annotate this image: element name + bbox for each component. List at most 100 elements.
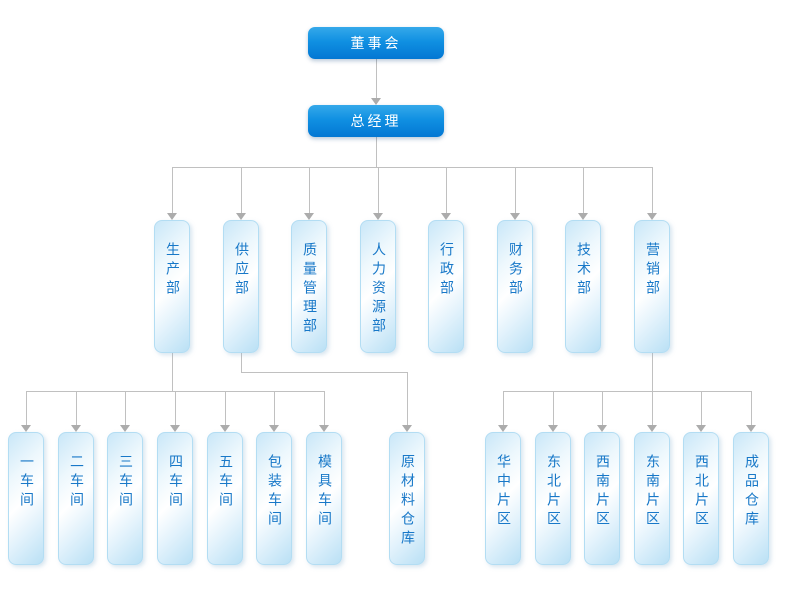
arrow-down-icon [647,425,657,432]
connector-line [376,137,377,167]
org-node-human-resources-dept[interactable]: 人力资源部 [360,220,396,353]
connector-line [172,167,173,213]
org-node-workshop-1[interactable]: 一车间 [8,432,44,565]
org-node-production-dept[interactable]: 生产部 [154,220,190,353]
org-node-mold-workshop[interactable]: 模具车间 [306,432,342,565]
org-node-region-dongbei[interactable]: 东北片区 [535,432,571,565]
connector-line [553,391,554,425]
connector-line [376,59,377,98]
connector-line [241,372,407,373]
org-node-label: 包装车间 [266,454,282,530]
org-node-board[interactable]: 董事会 [308,27,444,59]
connector-line [172,353,173,391]
connector-line [701,391,702,425]
connector-line [378,167,379,213]
connector-line [125,391,126,425]
org-node-packaging-workshop[interactable]: 包装车间 [256,432,292,565]
org-node-general-manager[interactable]: 总经理 [308,105,444,137]
org-node-finance-dept[interactable]: 财务部 [497,220,533,353]
connector-line [26,391,27,425]
connector-line [751,391,752,425]
org-node-label: 五车间 [217,454,233,511]
org-node-quality-management-dept[interactable]: 质量管理部 [291,220,327,353]
arrow-down-icon [647,213,657,220]
arrow-down-icon [548,425,558,432]
org-node-region-dongnan[interactable]: 东南片区 [634,432,670,565]
arrow-down-icon [696,425,706,432]
arrow-down-icon [597,425,607,432]
org-node-label: 模具车间 [316,454,332,530]
arrow-down-icon [498,425,508,432]
connector-line [515,167,516,213]
arrow-down-icon [304,213,314,220]
org-node-label: 东南片区 [644,454,660,530]
arrow-down-icon [441,213,451,220]
arrow-down-icon [373,213,383,220]
org-node-label: 二车间 [68,454,84,511]
connector-line [241,353,242,372]
connector-line [274,391,275,425]
org-node-label: 董事会 [350,36,402,52]
arrow-down-icon [746,425,756,432]
arrow-down-icon [236,213,246,220]
arrow-down-icon [319,425,329,432]
org-node-label: 技术部 [575,242,591,299]
org-node-workshop-5[interactable]: 五车间 [207,432,243,565]
org-node-workshop-4[interactable]: 四车间 [157,432,193,565]
connector-line [583,167,584,213]
connector-line [652,353,653,391]
arrow-down-icon [220,425,230,432]
org-node-label: 财务部 [507,242,523,299]
arrow-down-icon [578,213,588,220]
org-node-workshop-3[interactable]: 三车间 [107,432,143,565]
arrow-down-icon [71,425,81,432]
org-node-region-huazhong[interactable]: 华中片区 [485,432,521,565]
org-node-label: 一车间 [18,454,34,511]
org-node-label: 成品仓库 [743,454,759,530]
org-node-label: 华中片区 [495,454,511,530]
arrow-down-icon [170,425,180,432]
connector-line [652,391,653,425]
org-node-label: 行政部 [438,242,454,299]
org-node-label: 总经理 [350,114,402,130]
org-node-label: 四车间 [167,454,183,511]
org-node-finished-goods-warehouse[interactable]: 成品仓库 [733,432,769,565]
connector-line [503,391,751,392]
org-node-label: 供应部 [233,242,249,299]
connector-line [324,391,325,425]
connector-line [225,391,226,425]
org-node-label: 人力资源部 [370,242,386,337]
org-node-region-xinan[interactable]: 西南片区 [584,432,620,565]
org-node-marketing-dept[interactable]: 营销部 [634,220,670,353]
arrow-down-icon [269,425,279,432]
connector-line [446,167,447,213]
org-node-label: 生产部 [164,242,180,299]
arrow-down-icon [167,213,177,220]
org-node-label: 三车间 [117,454,133,511]
connector-line [602,391,603,425]
connector-line [241,167,242,213]
org-node-region-xibei[interactable]: 西北片区 [683,432,719,565]
org-node-label: 西北片区 [693,454,709,530]
connector-line [76,391,77,425]
arrow-down-icon [402,425,412,432]
connector-line [172,167,652,168]
org-node-supply-dept[interactable]: 供应部 [223,220,259,353]
org-node-label: 原材料仓库 [399,454,415,549]
arrow-down-icon [371,98,381,105]
arrow-down-icon [120,425,130,432]
arrow-down-icon [510,213,520,220]
connector-line [407,372,408,425]
connector-line [175,391,176,425]
org-node-workshop-2[interactable]: 二车间 [58,432,94,565]
org-node-label: 营销部 [644,242,660,299]
org-node-label: 西南片区 [594,454,610,530]
org-node-label: 质量管理部 [301,242,317,337]
org-node-admin-dept[interactable]: 行政部 [428,220,464,353]
connector-line [309,167,310,213]
arrow-down-icon [21,425,31,432]
connector-line [652,167,653,213]
org-node-technology-dept[interactable]: 技术部 [565,220,601,353]
org-node-raw-material-warehouse[interactable]: 原材料仓库 [389,432,425,565]
